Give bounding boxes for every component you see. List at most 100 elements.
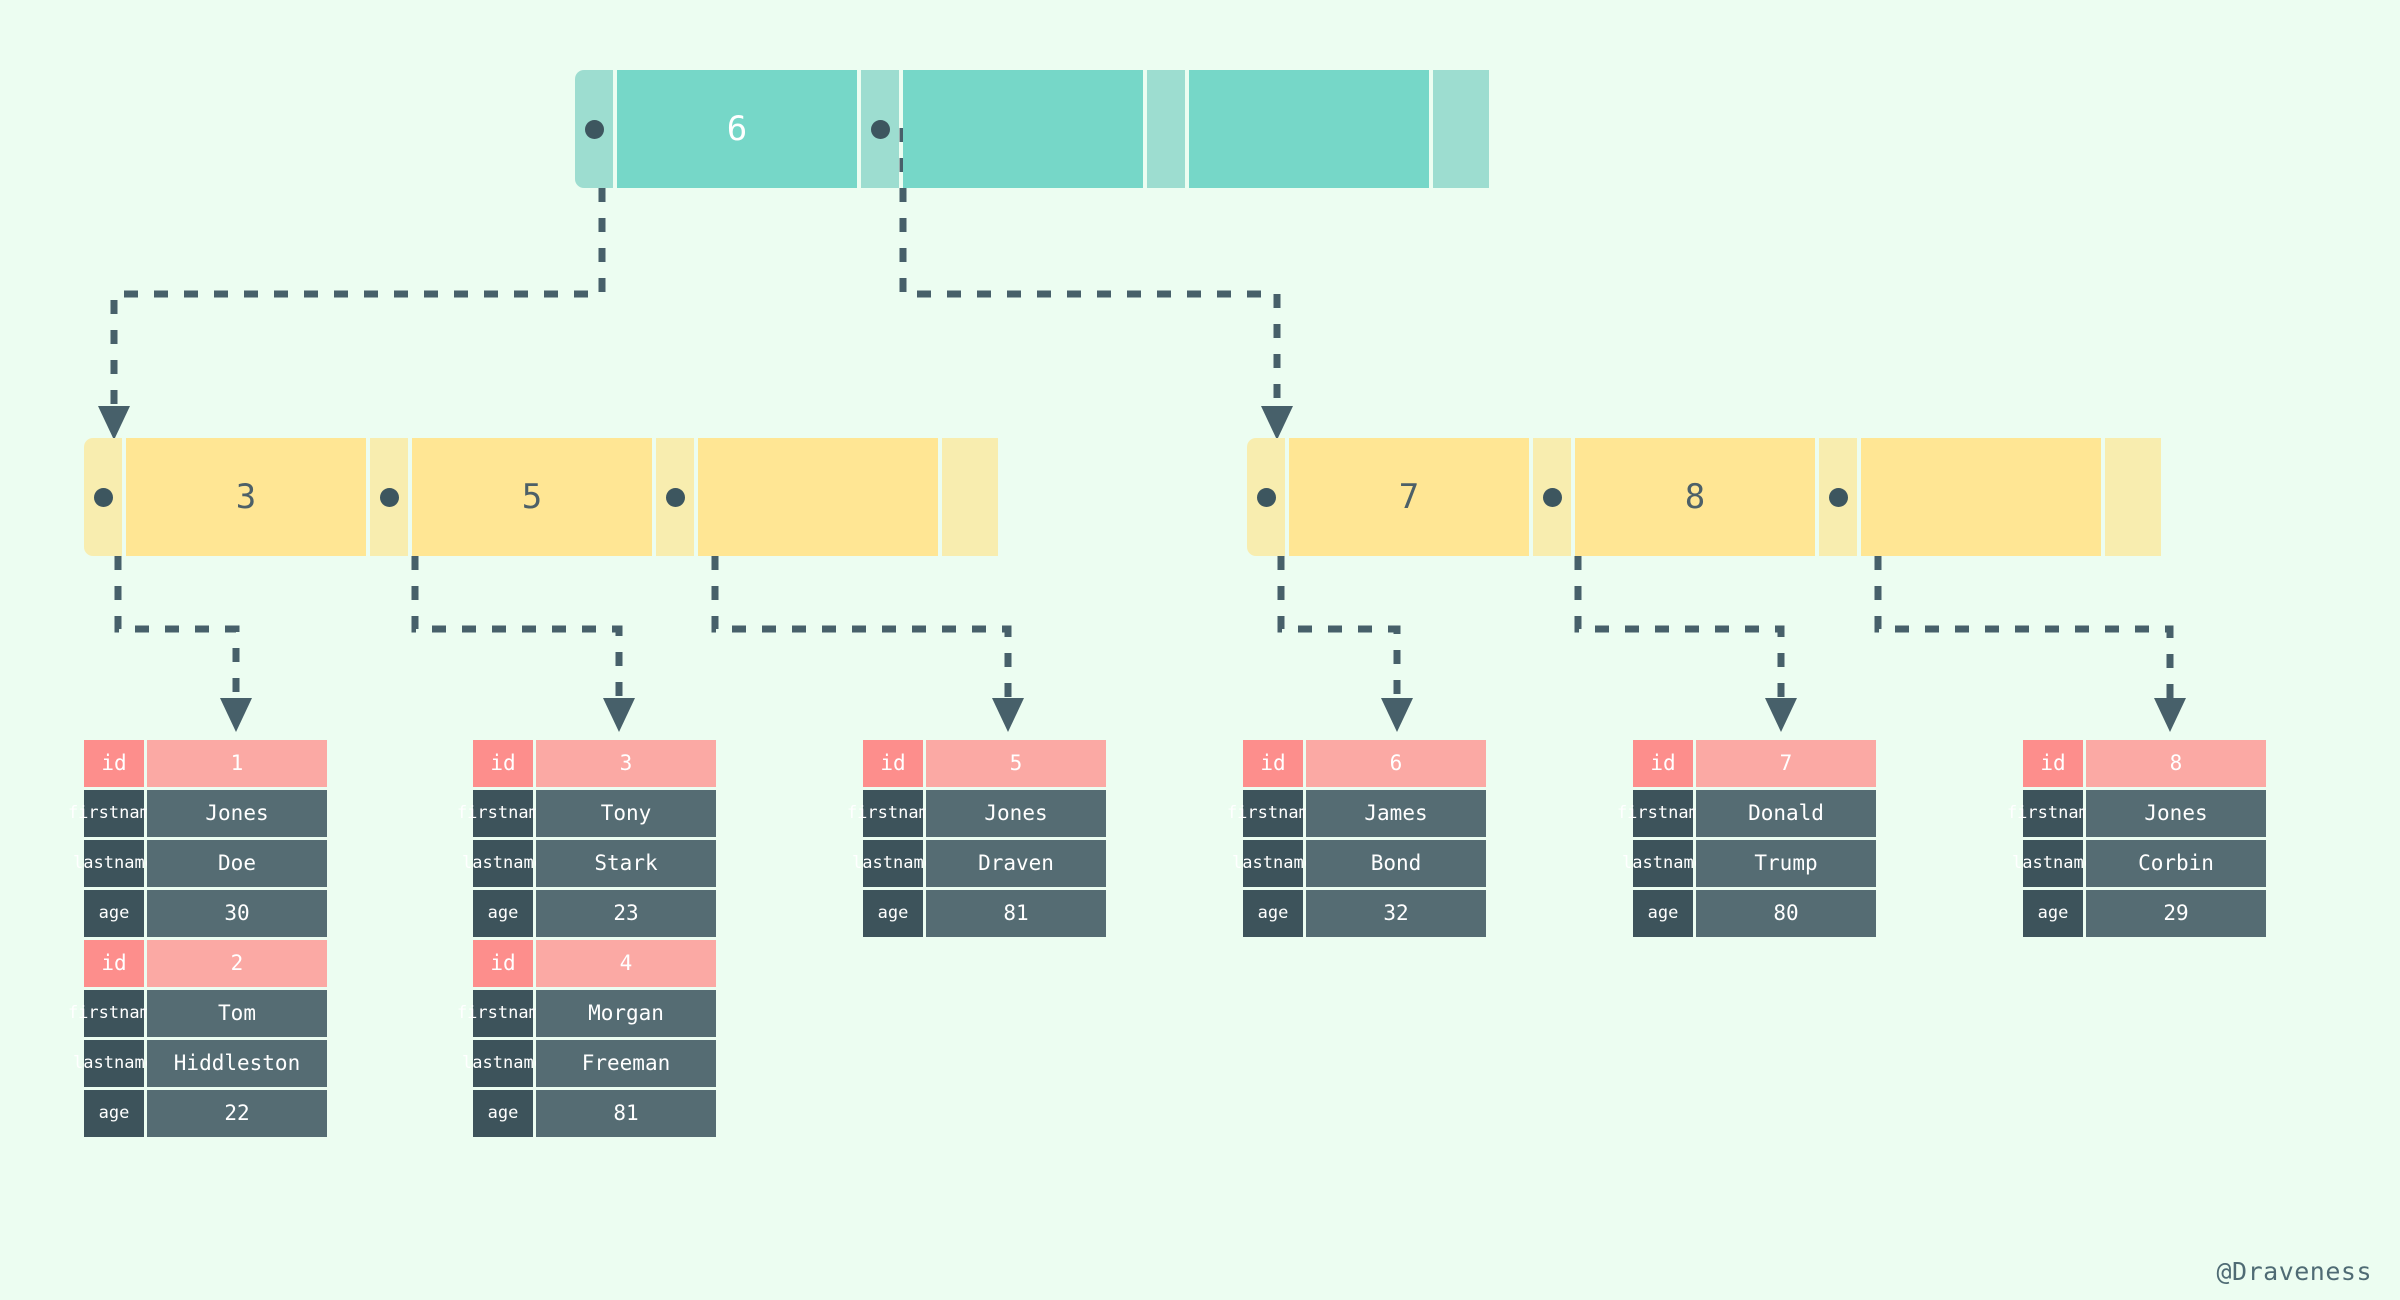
record-value-age: 81 — [926, 890, 1106, 937]
root-pointer-0[interactable] — [575, 70, 613, 188]
internal-node-left[interactable]: 3 5 — [84, 438, 1041, 556]
right-internal-key-1: 8 — [1575, 438, 1815, 556]
right-internal-key-0: 7 — [1289, 438, 1529, 556]
arrowhead-leaf-2 — [603, 698, 635, 732]
root-key-1 — [903, 70, 1143, 188]
root-pointer-2[interactable] — [1147, 70, 1185, 188]
right-internal-pointer-1[interactable] — [1533, 438, 1571, 556]
record-field-label-age: age — [473, 1090, 533, 1137]
right-internal-pointer-3[interactable] — [2105, 438, 2161, 556]
connector-right-internal-to-leaf-6 — [1874, 556, 2174, 700]
record-value-age: 29 — [2086, 890, 2266, 937]
right-internal-pointer-2[interactable] — [1819, 438, 1857, 556]
pointer-dot-icon — [379, 487, 399, 507]
root-node[interactable]: 6 — [575, 70, 1532, 188]
root-key-0: 6 — [617, 70, 857, 188]
record-field-label-age: age — [473, 890, 533, 937]
pointer-dot-icon — [870, 119, 890, 139]
record-field-label-age: age — [1243, 890, 1303, 937]
record-value-last-name: Doe — [147, 840, 327, 887]
watermark: @Draveness — [2216, 1257, 2372, 1286]
left-internal-pointer-2[interactable] — [656, 438, 694, 556]
left-internal-pointer-1[interactable] — [370, 438, 408, 556]
record-value-last-name: Corbin — [2086, 840, 2266, 887]
connector-left-internal-to-leaf-3 — [711, 556, 1012, 700]
arrowhead-root-to-right-internal — [1261, 406, 1293, 440]
record-field-label-id: id — [84, 740, 144, 787]
record-value-last-name: Bond — [1306, 840, 1486, 887]
connector-root-to-left-internal — [110, 128, 606, 408]
record-value-age: 80 — [1696, 890, 1876, 937]
record-value-age: 32 — [1306, 890, 1486, 937]
left-internal-key-1: 5 — [412, 438, 652, 556]
record-value-last-name: Hiddleston — [147, 1040, 327, 1087]
record-value-last-name: Draven — [926, 840, 1106, 887]
record-value-age: 22 — [147, 1090, 327, 1137]
arrowhead-root-to-left-internal — [98, 406, 130, 440]
record-value-first-name: James — [1306, 790, 1486, 837]
connector-right-internal-to-leaf-5 — [1574, 556, 1785, 700]
arrowhead-leaf-3 — [992, 698, 1024, 732]
connector-left-internal-to-leaf-2 — [411, 556, 623, 700]
record-field-label-id: id — [84, 940, 144, 987]
record-value-last-name: Stark — [536, 840, 716, 887]
pointer-dot-icon — [1542, 487, 1562, 507]
root-pointer-3[interactable] — [1433, 70, 1489, 188]
right-internal-pointer-0[interactable] — [1247, 438, 1285, 556]
internal-node-right[interactable]: 7 8 — [1247, 438, 2204, 556]
record-field-label-id: id — [1633, 740, 1693, 787]
pointer-dot-icon — [1828, 487, 1848, 507]
left-internal-pointer-3[interactable] — [942, 438, 998, 556]
left-internal-pointer-0[interactable] — [84, 438, 122, 556]
record-value-last-name: Freeman — [536, 1040, 716, 1087]
record-value-first-name: Morgan — [536, 990, 716, 1037]
record-value-first-name: Donald — [1696, 790, 1876, 837]
record-value-id: 4 — [536, 940, 716, 987]
root-pointer-1[interactable] — [861, 70, 899, 188]
record-field-label-age: age — [863, 890, 923, 937]
record-value-first-name: Jones — [2086, 790, 2266, 837]
pointer-dot-icon — [584, 119, 604, 139]
left-internal-key-0: 3 — [126, 438, 366, 556]
